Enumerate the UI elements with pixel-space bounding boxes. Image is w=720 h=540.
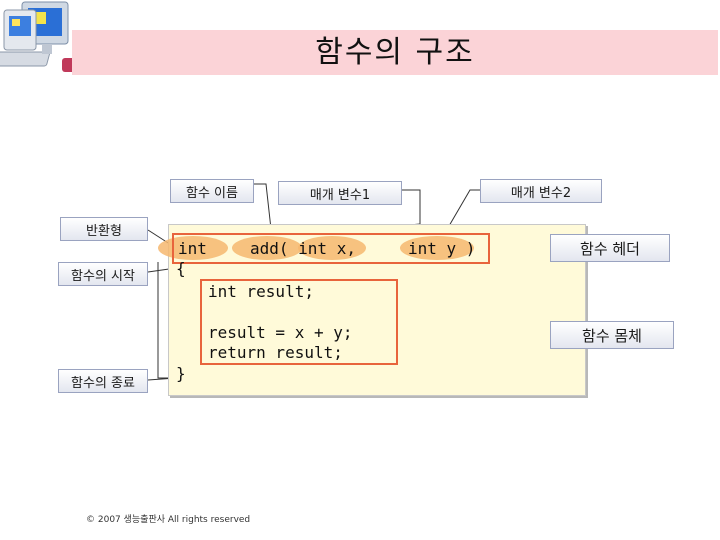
- param2-highlight: [400, 236, 474, 260]
- code-open-brace: {: [176, 259, 186, 278]
- label-param2: 매개 변수2: [480, 179, 602, 203]
- code-return-type: int: [178, 239, 207, 258]
- label-function-header: 함수 헤더: [550, 234, 670, 262]
- code-declaration: int result;: [208, 282, 314, 301]
- label-function-name: 함수 이름: [170, 179, 254, 203]
- code-function-name: add( int x,: [250, 239, 356, 258]
- label-body-end: 함수의 종료: [58, 369, 148, 393]
- header-outline: [172, 233, 490, 264]
- label-body-start: 함수의 시작: [58, 262, 148, 286]
- return-type-highlight: [158, 236, 228, 260]
- computer-logo-icon: [0, 1, 76, 72]
- label-function-body: 함수 몸체: [550, 321, 674, 349]
- copyright-footer: © 2007 생능출판사 All rights reserved: [86, 515, 251, 525]
- param1-highlight: [298, 236, 366, 260]
- code-return: return result;: [208, 343, 343, 362]
- code-close-brace: }: [176, 364, 186, 383]
- body-outline: [200, 279, 398, 365]
- code-param2: int y ): [408, 239, 476, 258]
- function-name-highlight: [232, 236, 302, 260]
- code-assignment: result = x + y;: [208, 323, 353, 342]
- label-return-type: 반환형: [60, 217, 148, 241]
- label-param1: 매개 변수1: [278, 181, 402, 205]
- page-title: 함수의 구조: [315, 35, 475, 70]
- title-bar: [72, 30, 718, 75]
